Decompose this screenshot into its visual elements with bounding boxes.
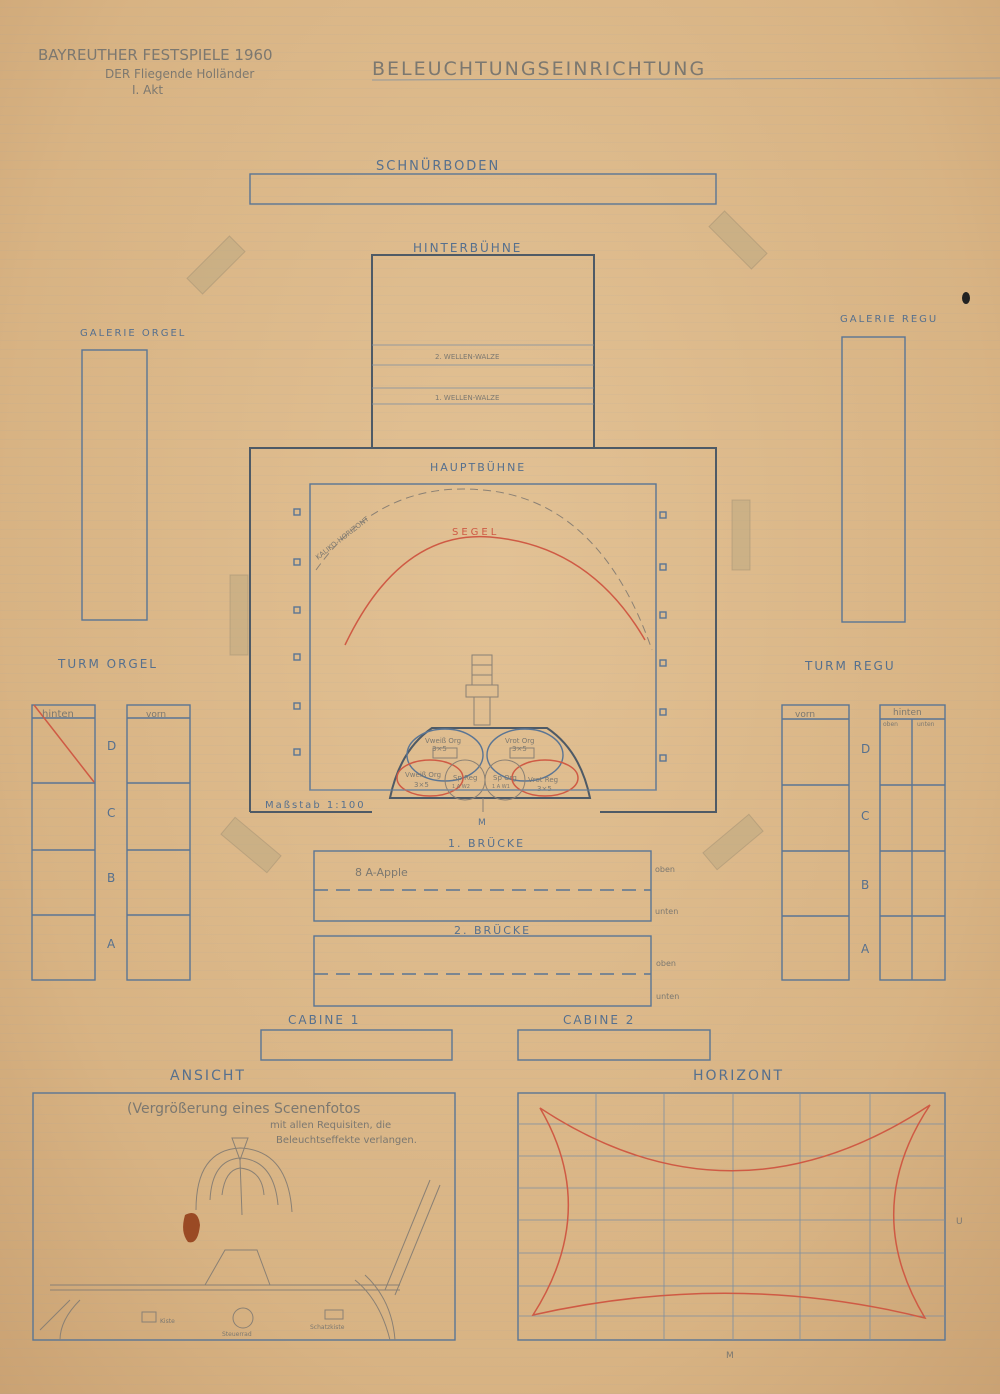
horizont-label: HORIZONT (693, 1068, 784, 1084)
svg-text:A: A (861, 942, 871, 956)
bridge-2-top: oben (656, 959, 676, 968)
opera-title: DER Fliegende Holländer (105, 67, 254, 81)
turm-regu-front-label: vorn (795, 710, 815, 720)
turm-regu-back-label: hinten (893, 708, 922, 718)
turm-orgel-back (31, 704, 96, 981)
svg-text:B: B (107, 871, 117, 885)
svg-text:3×5: 3×5 (432, 745, 447, 753)
turm-regu-levels: D C B A (861, 742, 872, 956)
cabin-1-label: CABINE 1 (288, 1013, 360, 1027)
cabin-1 (260, 1029, 453, 1061)
galerie-regu-label: GALERIE REGU (840, 314, 938, 325)
turm-orgel-back-label: hinten (42, 709, 74, 720)
horizon-curve (315, 488, 653, 651)
svg-text:Vrot Reg: Vrot Reg (528, 776, 558, 784)
svg-text:3×5: 3×5 (414, 781, 429, 789)
adhesive-tape (186, 210, 768, 874)
ansicht-note-3: Beleuchtseffekte verlangen. (276, 1135, 417, 1146)
schnurboden-label: SCHNÜRBODEN (376, 157, 500, 174)
galerie-orgel-label: GALERIE ORGEL (80, 328, 186, 339)
bridge-2 (313, 935, 652, 1007)
cabin-2 (517, 1029, 711, 1061)
turm-regu-back (879, 704, 946, 981)
bridge-1 (313, 850, 652, 922)
horizon-label: KALIKO-HORIZONT (314, 515, 371, 562)
horizont-side-mark: U (956, 1217, 963, 1227)
svg-text:Sp Reg: Sp Reg (453, 774, 477, 782)
ansicht-note-1: (Vergrößerung eines Scenenfotos (127, 1101, 360, 1117)
svg-text:Vrot Org: Vrot Org (505, 737, 534, 745)
page-title: BELEUCHTUNGSEINRICHTUNG (372, 58, 706, 80)
hinterbuhne-label: HINTERBÜHNE (413, 239, 522, 255)
svg-text:3×5: 3×5 (537, 785, 552, 793)
sail-label: SEGEL (452, 527, 499, 538)
prop-1: Kiste (160, 1318, 175, 1325)
schnurboden-area (249, 173, 717, 205)
turm-orgel-levels: D C B A (107, 739, 118, 951)
galerie-orgel (81, 349, 148, 621)
festival-title: BAYREUTHER FESTSPIELE 1960 (38, 46, 273, 64)
side-light-markers (293, 508, 667, 762)
hinterbuhne-area (371, 254, 595, 448)
turm-regu-top-label: oben (883, 721, 898, 728)
spotlight-cones (396, 728, 579, 801)
bridge-1-bottom: unten (655, 907, 678, 916)
svg-text:D: D (861, 742, 872, 756)
mast (465, 654, 499, 726)
turm-orgel-label: TURM ORGEL (57, 657, 158, 671)
galerie-regu (841, 336, 906, 623)
prop-2: Steuerrad (222, 1331, 252, 1338)
svg-text:1 A W2: 1 A W2 (452, 784, 470, 790)
cabin-2-label: CABINE 2 (563, 1013, 635, 1027)
hauptbuhne-label: HAUPTBÜHNE (430, 461, 526, 474)
sail-curve (344, 535, 646, 646)
act-title: I. Akt (132, 83, 163, 97)
bridge-2-label: 2. BRÜCKE (454, 924, 531, 937)
svg-text:Vweiß Org: Vweiß Org (405, 771, 441, 779)
ship-deck (388, 727, 592, 799)
horizont-frame (517, 1092, 946, 1341)
center-mark: M (478, 818, 488, 828)
bridge-1-label: 1. BRÜCKE (448, 837, 525, 850)
wave-roller-1: 1. WELLEN-WALZE (435, 394, 499, 402)
svg-text:3×5: 3×5 (512, 745, 527, 753)
wave-roller-2: 2. WELLEN-WALZE (435, 353, 499, 361)
ansicht-note-2: mit allen Requisiten, die (270, 1120, 391, 1131)
turm-regu-bottom-label: unten (917, 721, 935, 728)
ink-blot (962, 292, 970, 304)
scale-label: Maßstab 1:100 (265, 800, 366, 811)
turm-orgel-front (126, 704, 191, 981)
turm-regu-label: TURM REGU (804, 659, 896, 673)
horizont-bottom-mark: M (726, 1351, 734, 1361)
svg-text:A: A (107, 937, 117, 951)
svg-text:Sp Org: Sp Org (493, 774, 517, 782)
hauptbuhne-outline (249, 447, 717, 813)
svg-text:C: C (861, 809, 871, 823)
prop-3: Schatzkiste (310, 1324, 345, 1331)
svg-text:1 A W1: 1 A W1 (492, 784, 510, 790)
bridge-1-note: 8 A-Apple (355, 866, 408, 879)
horizont-curve (531, 1104, 931, 1320)
bridge-1-top: oben (655, 865, 675, 874)
ansicht-frame (32, 1092, 456, 1341)
horizont-grid (518, 1093, 945, 1340)
svg-text:Vweiß Org: Vweiß Org (425, 737, 461, 745)
turm-regu-front (781, 704, 850, 981)
ansicht-label: ANSICHT (170, 1068, 246, 1084)
scene-sketch (39, 1137, 441, 1341)
turm-orgel-front-label: vorn (146, 710, 166, 720)
svg-text:D: D (107, 739, 118, 753)
svg-text:C: C (107, 806, 117, 820)
stain (183, 1212, 200, 1243)
bridge-2-bottom: unten (656, 992, 679, 1001)
svg-text:B: B (861, 878, 871, 892)
